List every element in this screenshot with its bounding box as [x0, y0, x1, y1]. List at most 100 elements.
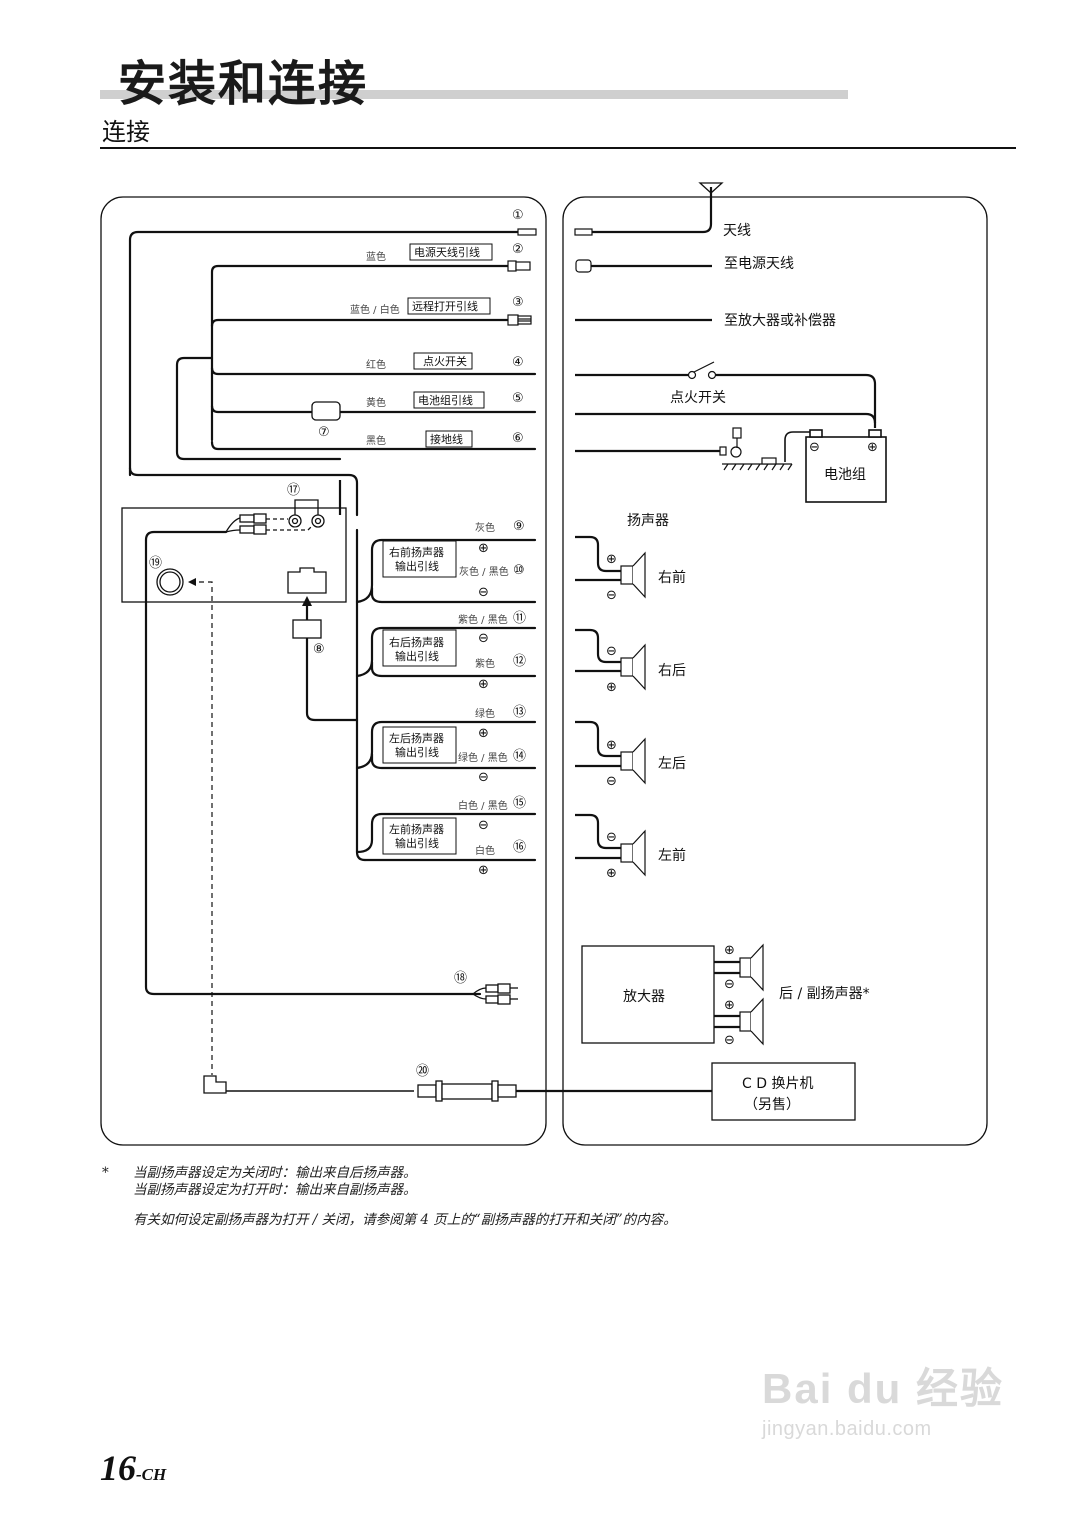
lead-number: ②: [512, 242, 524, 257]
battery-icon: [805, 429, 887, 503]
diagram-label: 白色 / 黑色: [458, 799, 508, 812]
connector-number: ⑧: [313, 642, 325, 657]
diagram-label: ⊕: [724, 943, 735, 958]
cd-changer-note: （另售）: [744, 1097, 800, 1113]
battery-wire: [575, 412, 877, 424]
wire-lead-3: [210, 318, 510, 328]
diagram-label: ⑨: [513, 519, 525, 534]
rca-input-number: ⑰: [287, 483, 300, 498]
remote-connector-icon: [507, 314, 532, 326]
wire-color-label: 黑色: [366, 434, 386, 447]
diagram-label: 绿色 / 黑色: [458, 751, 508, 764]
diagram-label: 输出引线: [395, 649, 439, 663]
footnotes: * 当副扬声器设定为关闭时：输出来自后扬声器。 当副扬声器设定为打开时：输出来自…: [100, 1165, 880, 1235]
watermark-url: jingyan.baidu.com: [762, 1418, 932, 1440]
wire-antenna-bottom: [128, 466, 359, 517]
lead-number: ③: [512, 295, 524, 310]
diagram-label: 白色: [475, 844, 495, 857]
sub-speakers-label: 后 / 副扬声器*: [779, 986, 870, 1002]
rca-output-plugs-icon: [472, 983, 518, 1005]
lead-label: 远程打开引线: [412, 299, 478, 313]
wire-harness-loop: [175, 356, 342, 461]
wire-lead-6: [210, 440, 537, 451]
diagram-label: ⊖: [606, 588, 617, 603]
lead-label: 电源天线引线: [414, 245, 480, 259]
diagram-label: ⊕: [606, 680, 617, 695]
power-antenna-socket-icon: [575, 259, 592, 273]
cd-cable-connector-icon: [203, 1075, 712, 1102]
footnote-asterisk: *: [102, 1165, 109, 1181]
battery-label: 电池组: [824, 467, 866, 483]
wire-color-label: 黄色: [366, 396, 386, 409]
battery-ground-strap: [784, 431, 810, 462]
wire-lead-1: [128, 230, 520, 477]
wire-lead-2: [210, 264, 510, 442]
arrow-up-icon: [302, 596, 312, 606]
wire-12: [370, 660, 537, 678]
diagram-label: ⊖: [478, 818, 489, 833]
wire-rca-17: [144, 530, 228, 542]
rca-output-number: ⑱: [454, 971, 467, 986]
lead-number: ④: [512, 355, 524, 370]
section-rule: [100, 147, 1016, 149]
diagram-label: ⊖: [606, 774, 617, 789]
connector-8-icon: [292, 619, 322, 639]
diagram-label: ⊖: [478, 631, 489, 646]
diagram-label: ⊖: [478, 770, 489, 785]
antenna-label: 天线: [723, 223, 751, 239]
rca-input-jacks-icon: [225, 499, 325, 535]
diagram-label: 左前扬声器: [389, 822, 444, 836]
amplifier-label: 放大器: [623, 989, 665, 1005]
power-socket-icon: [287, 567, 327, 594]
ignition-switch-icon: [687, 361, 717, 380]
speaker-group-right-front: 右前扬声器 输出引线 灰色 ⑨ ⊕ 灰色 / 黑色 ⑩ ⊖: [382, 519, 525, 600]
speaker-label: 右前: [658, 569, 686, 586]
wire-11: [355, 626, 537, 678]
speaker-icon-right-front: [620, 551, 646, 599]
wire-connector-8: [305, 636, 359, 722]
antenna-icon: [698, 182, 724, 194]
lead-label: 接地线: [430, 432, 463, 446]
ignition-switch-label: 点火开关: [670, 390, 726, 406]
speaker-group-left-front: 左前扬声器 输出引线 白色 / 黑色 ⑮ ⊖ 白色 ⑯ ⊕: [382, 796, 526, 878]
diagram-label: ⑪: [513, 611, 526, 626]
wire-lead-5a: [210, 404, 314, 414]
speaker-label: 左后: [658, 756, 686, 772]
wire-14: [370, 752, 537, 770]
speaker-wires: [575, 535, 621, 860]
speaker-group-right-rear: 右后扬声器 输出引线 紫色 / 黑色 ⑪ ⊖ 紫色 ⑫ ⊕: [382, 611, 526, 692]
diagram-label: ⊕: [724, 998, 735, 1013]
right-panel-frame: [562, 196, 988, 1146]
dashed-cd-link: [190, 581, 213, 1075]
wire-color-label: 蓝色: [366, 250, 386, 263]
speaker-group-left-rear: 左后扬声器 输出引线 绿色 ⑬ ⊕ 绿色 / 黑色 ⑭ ⊖: [382, 705, 526, 785]
diagram-label: 输出引线: [395, 745, 439, 759]
diagram-label: ⊖: [478, 585, 489, 600]
bullet-connector-icon: [507, 260, 531, 272]
footnote-line: 当副扬声器设定为打开时：输出来自副扬声器。: [133, 1182, 417, 1198]
footnote-line: 当副扬声器设定为关闭时：输出来自后扬声器。: [133, 1165, 417, 1181]
diagram-label: 紫色 / 黑色: [458, 613, 508, 626]
lead-label: 电池组引线: [418, 393, 473, 407]
wire-rca-18: [144, 538, 482, 996]
watermark-brand: Bai du 经验: [762, 1365, 1005, 1412]
antenna-plug-icon: [517, 228, 537, 236]
page-suffix: -CH: [136, 1465, 167, 1484]
page-number: 16-CH: [100, 1448, 167, 1488]
battery-plus: ⊕: [867, 440, 878, 455]
diagram-label: 紫色: [475, 657, 495, 670]
title-underline-bar: [100, 90, 848, 99]
port-number: ⑲: [149, 556, 162, 571]
diagram-label: 输出引线: [395, 836, 439, 850]
diagram-label: ⑫: [513, 654, 526, 669]
diagram-label: ⊕: [478, 726, 489, 741]
cd-changer-label: C D 换片机: [742, 1075, 813, 1092]
ignition-wire: [575, 373, 877, 428]
amplifier-box: [581, 945, 715, 1044]
speaker-icon-left-front: [620, 829, 646, 877]
wire-15: [355, 812, 537, 854]
diagram-label: ⊕: [478, 541, 489, 556]
diagram-label: ⑭: [513, 749, 526, 764]
antenna-wire: [592, 187, 713, 234]
fuse-holder-icon: [311, 401, 341, 421]
